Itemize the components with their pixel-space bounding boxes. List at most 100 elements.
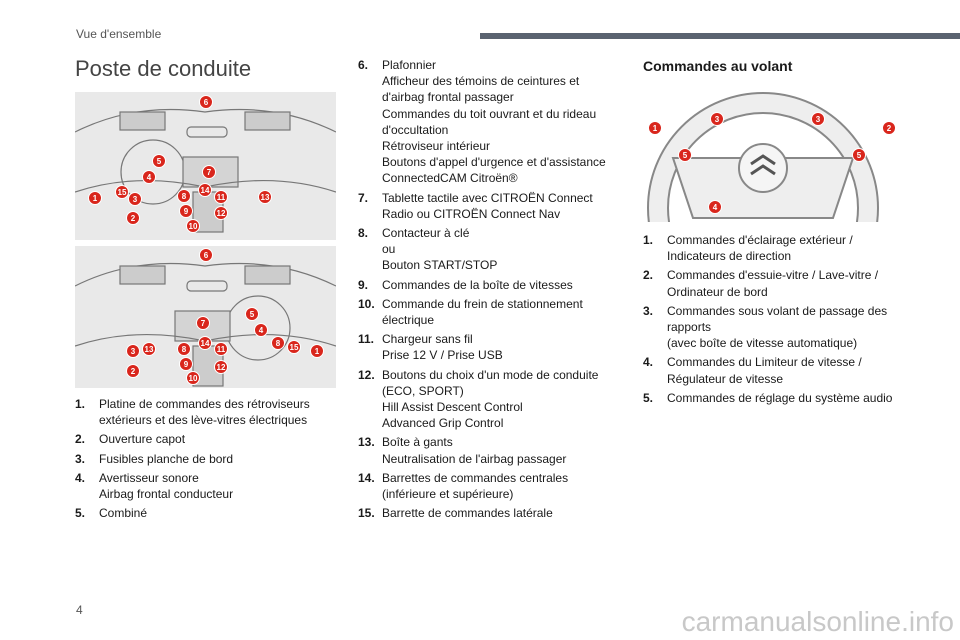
- item-number: 4.: [643, 355, 654, 370]
- callout-marker: 5: [245, 307, 259, 321]
- item-text: Platine de commandes des rétroviseurs ex…: [99, 397, 310, 428]
- item-text: Barrettes de commandes centrales (inféri…: [382, 470, 569, 502]
- right-legend-list: 1. Commandes d'éclairage extérieur / Indi…: [643, 232, 913, 409]
- callout-marker: 7: [202, 165, 216, 179]
- item-number: 4.: [75, 470, 86, 485]
- callout-marker: 6: [199, 248, 213, 262]
- item-text: Contacteur à clé ou Bouton START/STOP: [382, 226, 498, 273]
- item-text: Tablette tactile avec CITROËN Connect Ra…: [382, 190, 593, 221]
- legend-item: 12. Boutons du choix d'un mode de conduit…: [358, 367, 623, 432]
- callout-marker: 14: [198, 336, 212, 350]
- callout-marker: 14: [198, 183, 212, 197]
- callout-marker: 10: [186, 219, 200, 233]
- item-number: 3.: [75, 451, 86, 466]
- item-text: Barrette de commandes latérale: [382, 506, 553, 521]
- legend-item: 15. Barrette de commandes latérale: [358, 505, 623, 521]
- legend-item: 5. Commandes de réglage du système audio: [643, 390, 913, 406]
- legend-item: 14.Barrettes de commandes centrales (inf…: [358, 470, 623, 502]
- item-number: 5.: [643, 390, 654, 405]
- callout-marker: 3: [128, 192, 142, 206]
- callout-marker: 8: [177, 342, 191, 356]
- callout-marker: 4: [254, 323, 268, 337]
- callout-marker: 4: [708, 200, 722, 214]
- legend-item: 10. Commande du frein de stationnement él…: [358, 296, 623, 328]
- callout-marker: 2: [882, 121, 896, 135]
- item-number: 1.: [75, 397, 86, 411]
- callout-marker: 3: [710, 112, 724, 126]
- item-number: 5.: [75, 506, 86, 521]
- callout-marker: 12: [214, 360, 228, 374]
- watermark: carmanualsonline.info: [681, 606, 954, 637]
- item-number: 2.: [75, 432, 86, 447]
- page-number: 4: [76, 603, 83, 617]
- callout-marker: 6: [199, 95, 213, 109]
- item-text: Chargeur sans fil Prise 12 V / Prise USB: [382, 332, 503, 363]
- callout-marker: 13: [142, 342, 156, 356]
- callout-marker: 2: [126, 364, 140, 378]
- item-number: 11.: [358, 332, 375, 347]
- callout-marker: 12: [214, 206, 228, 220]
- item-text: Plafonnier Afficheur des témoins de cein…: [382, 58, 606, 186]
- steering-wheel-illustration: [618, 88, 908, 222]
- callout-marker: 7: [196, 316, 210, 330]
- callout-marker: 5: [852, 148, 866, 162]
- item-text: Commandes d'essuie-vitre / Lave-vitre / …: [667, 268, 879, 299]
- callout-marker: 1: [88, 191, 102, 205]
- item-number: 3.: [643, 303, 654, 318]
- callout-marker: 3: [811, 112, 825, 126]
- item-text: Commande du frein de stationnement élect…: [382, 296, 583, 328]
- legend-item: 13.Boîte à gants Neutralisation de l'air…: [358, 434, 623, 466]
- callout-marker: 13: [258, 190, 272, 204]
- item-text: Boutons du choix d'un mode de conduite (…: [382, 367, 599, 431]
- item-number: 10.: [358, 296, 375, 311]
- legend-item: 11. Chargeur sans fil Prise 12 V / Prise …: [358, 331, 623, 363]
- item-number: 2.: [643, 268, 654, 283]
- legend-item: 1. Commandes d'éclairage extérieur / Indi…: [643, 232, 913, 264]
- callout-marker: 5: [152, 154, 166, 168]
- callout-marker: 5: [678, 148, 692, 162]
- middle-legend-list: 6. Plafonnier Afficheur des témoins de ce…: [358, 57, 623, 524]
- legend-item: 1. Platine de commandes des rétroviseurs …: [75, 396, 345, 428]
- item-text: Avertisseur sonore Airbag frontal conduc…: [99, 470, 234, 502]
- callout-marker: 15: [115, 185, 129, 199]
- legend-item: 2. Ouverture capot: [75, 431, 345, 447]
- callout-marker: 15: [287, 340, 301, 354]
- callout-marker: 4: [142, 170, 156, 184]
- item-text: Commandes du Limiteur de vitesse / Régul…: [667, 355, 862, 386]
- callout-marker: 9: [179, 357, 193, 371]
- item-number: 7.: [358, 190, 369, 205]
- item-text: Ouverture capot: [99, 432, 186, 447]
- legend-item: 6. Plafonnier Afficheur des témoins de ce…: [358, 57, 623, 187]
- item-number: 6.: [358, 58, 369, 72]
- callout-marker: 8: [271, 336, 285, 350]
- header-bar: [480, 33, 960, 39]
- dashboard-lhd-illustration: [75, 92, 336, 240]
- callout-marker: 11: [214, 342, 228, 356]
- callout-marker: 1: [648, 121, 662, 135]
- item-number: 15.: [358, 506, 375, 521]
- wheel-section-heading: Commandes au volant: [643, 58, 793, 74]
- legend-item: 4. Avertisseur sonore Airbag frontal cond…: [75, 470, 345, 502]
- callout-marker: 1: [310, 344, 324, 358]
- item-text: Commandes de réglage du système audio: [667, 390, 893, 405]
- item-number: 8.: [358, 226, 369, 241]
- legend-item: 5.Combiné: [75, 505, 345, 521]
- page-title: Poste de conduite: [75, 56, 252, 81]
- item-number: 1.: [643, 233, 654, 247]
- legend-item: 2. Commandes d'essuie-vitre / Lave-vitre …: [643, 267, 913, 299]
- item-number: 12.: [358, 367, 375, 382]
- legend-item: 4. Commandes du Limiteur de vitesse / Rég…: [643, 354, 913, 386]
- legend-item: 3. Commandes sous volant de passage des r…: [643, 303, 913, 352]
- callout-marker: 9: [179, 204, 193, 218]
- callout-marker: 11: [214, 190, 228, 204]
- legend-item: 9. Commandes de la boîte de vitesses: [358, 277, 623, 293]
- item-text: Commandes de la boîte de vitesses: [382, 277, 573, 292]
- callout-marker: 10: [186, 371, 200, 385]
- item-text: Commandes d'éclairage extérieur / Indica…: [667, 233, 853, 264]
- item-text: Commandes sous volant de passage des rap…: [667, 303, 888, 351]
- item-number: 9.: [358, 277, 369, 292]
- item-text: Boîte à gants Neutralisation de l'airbag…: [382, 435, 567, 466]
- legend-item: 3.Fusibles planche de bord: [75, 451, 345, 467]
- legend-item: 7. Tablette tactile avec CITROËN Connect …: [358, 190, 623, 222]
- callout-marker: 8: [177, 189, 191, 203]
